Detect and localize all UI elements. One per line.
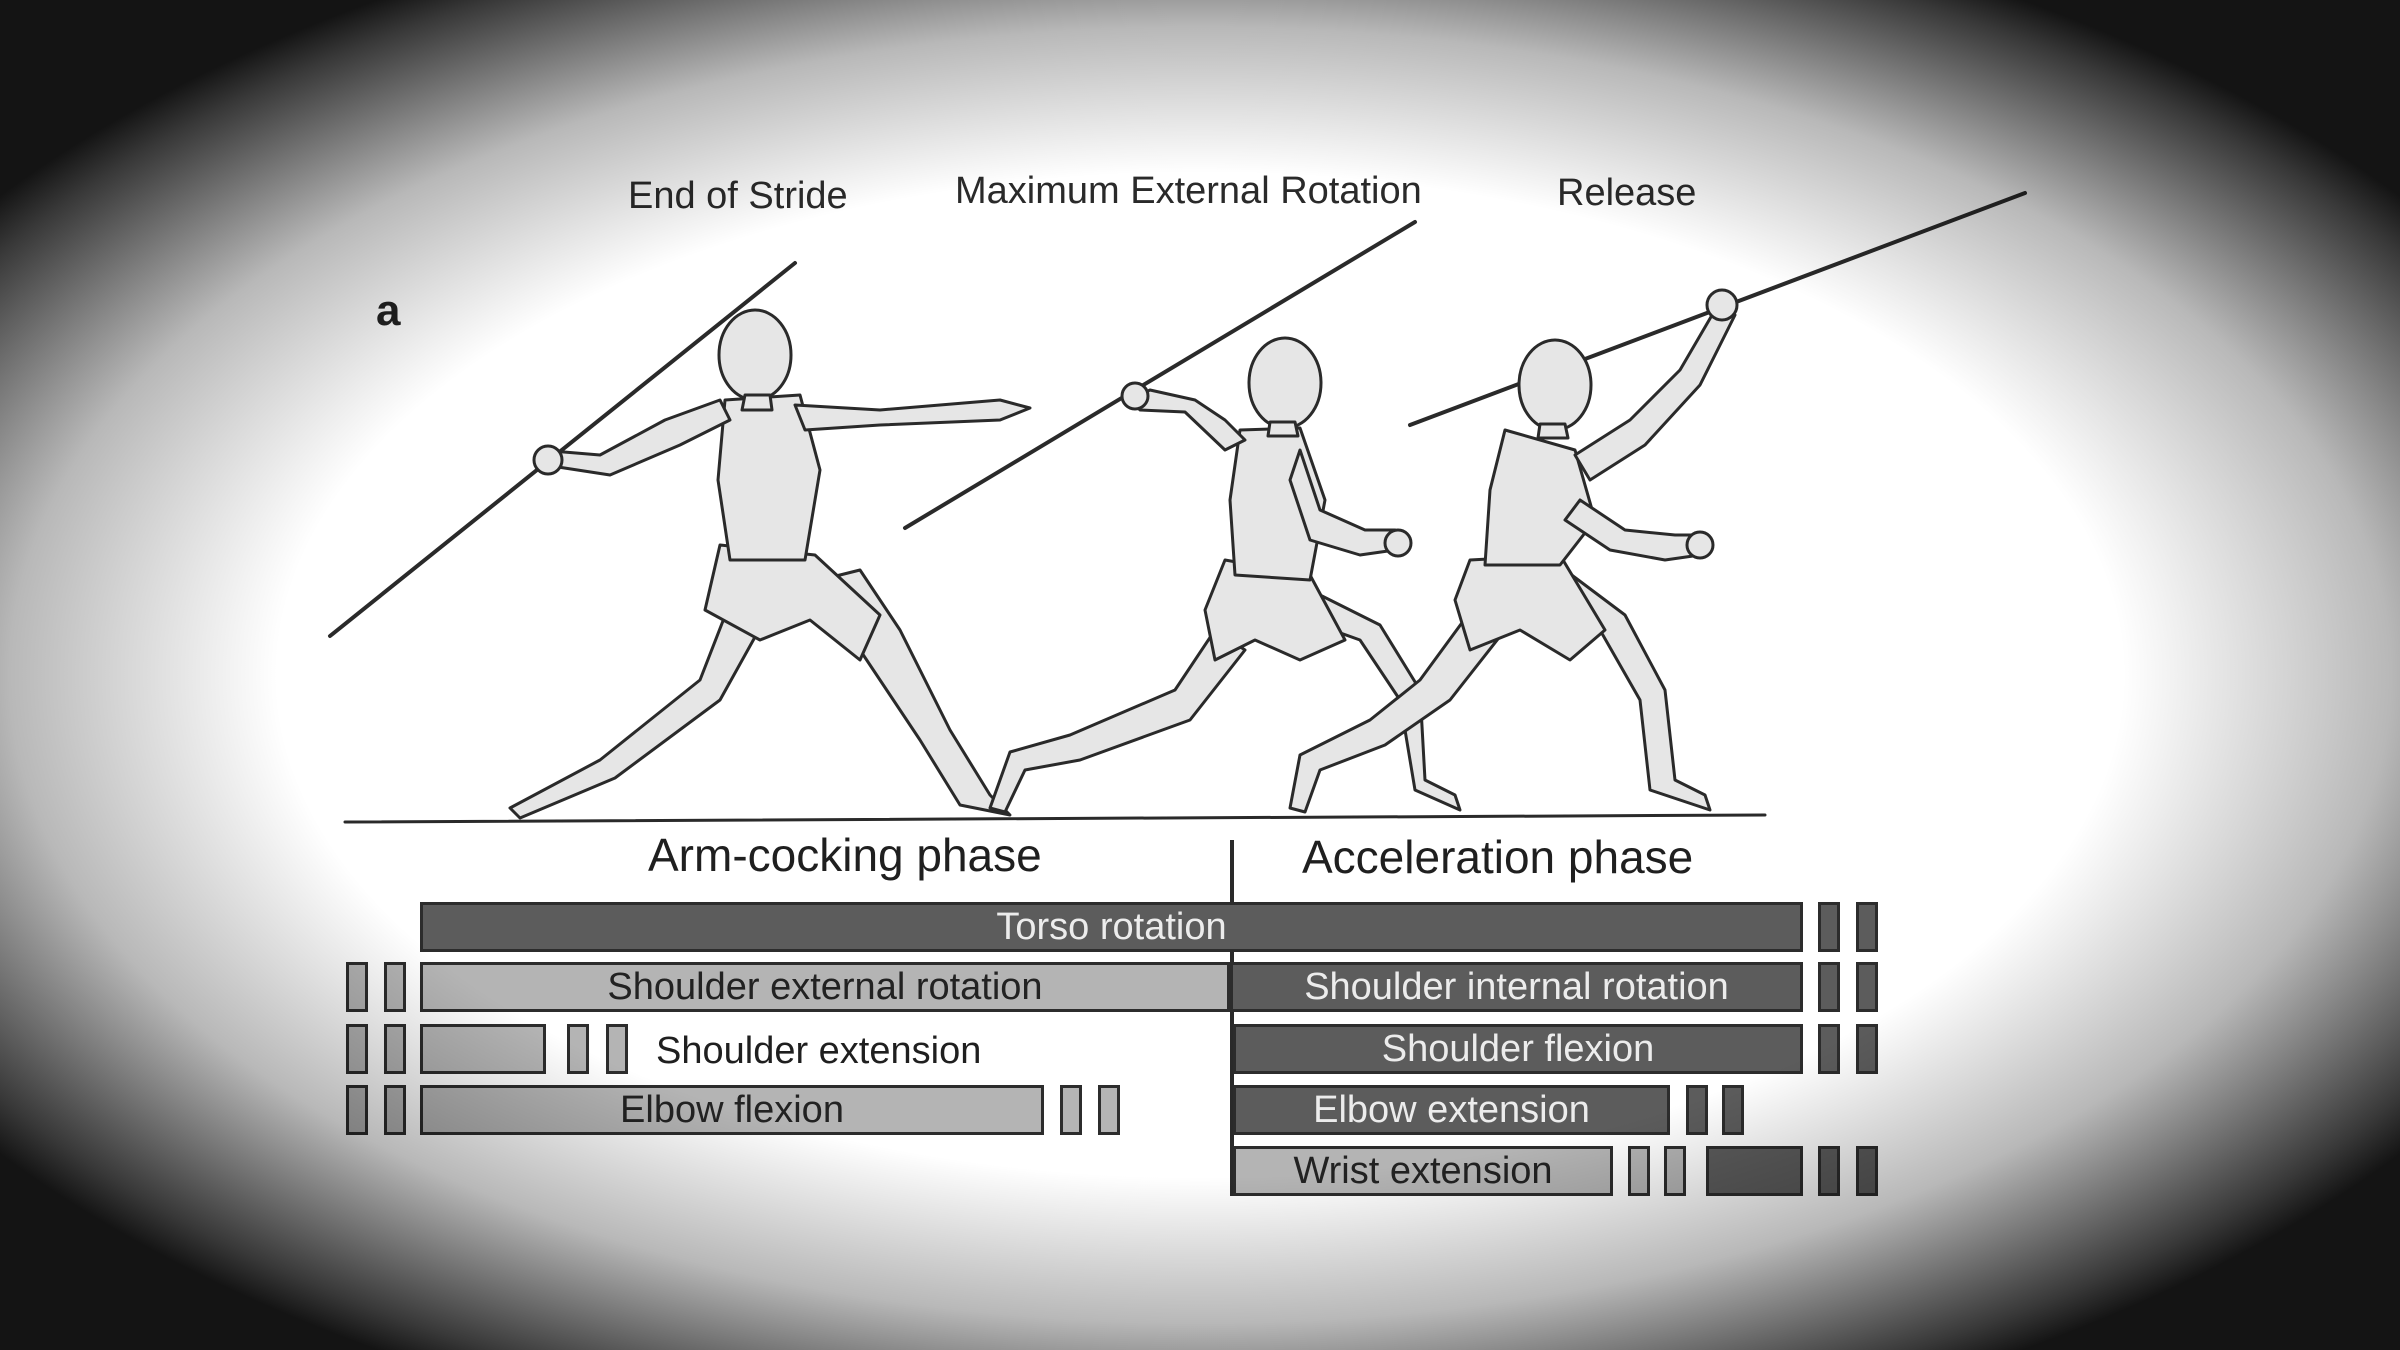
bar-shoulder-internal-rotation: Shoulder internal rotation — [1230, 962, 1803, 1012]
bar-end-tick — [1818, 962, 1840, 1012]
bar-end-tick — [567, 1024, 589, 1074]
bar-start-tick — [346, 962, 368, 1012]
bar-end-tick — [1856, 902, 1878, 952]
bar-torso-rotation: Torso rotation — [420, 902, 1803, 952]
bar-label: Shoulder flexion — [1381, 1027, 1655, 1070]
stage-label-release: Release — [1557, 172, 1697, 214]
bar-start-tick — [384, 962, 406, 1012]
bar-end-tick — [1818, 902, 1840, 952]
bar-start-tick — [346, 1085, 368, 1135]
bar-shoulder-flexion: Shoulder flexion — [1233, 1024, 1803, 1074]
bar-end-tick — [1818, 1146, 1840, 1196]
bar-start-tick — [346, 1024, 368, 1074]
bar-end-tick — [1856, 962, 1878, 1012]
bar-start-tick — [384, 1085, 406, 1135]
bar-label: Torso rotation — [996, 905, 1227, 948]
stage-label-max-external-rotation: Maximum External Rotation — [955, 170, 1422, 212]
bar-elbow-flexion: Elbow flexion — [420, 1085, 1044, 1135]
bar-wrist-extension-late — [1706, 1146, 1803, 1196]
bar-end-tick — [1098, 1085, 1120, 1135]
bar-label: Elbow flexion — [620, 1088, 844, 1131]
bar-end-tick — [1856, 1146, 1878, 1196]
bar-end-tick — [1060, 1085, 1082, 1135]
bar-start-tick — [384, 1024, 406, 1074]
phase-label-arm-cocking: Arm-cocking phase — [648, 829, 1042, 881]
bar-wrist-extension: Wrist extension — [1233, 1146, 1613, 1196]
bar-label: Shoulder internal rotation — [1304, 965, 1729, 1008]
bar-tick — [1664, 1146, 1686, 1196]
panel-letter: a — [376, 286, 401, 335]
bar-elbow-extension: Elbow extension — [1233, 1085, 1670, 1135]
javelin-2 — [903, 220, 1417, 530]
javelin-1 — [328, 261, 797, 638]
label-shoulder-extension: Shoulder extension — [656, 1030, 982, 1072]
bar-end-tick — [1686, 1085, 1708, 1135]
phase-divider — [1230, 840, 1234, 1196]
bar-end-tick — [1722, 1085, 1744, 1135]
bar-label: Shoulder external rotation — [607, 965, 1043, 1008]
bar-end-tick — [1856, 1024, 1878, 1074]
bar-end-tick — [606, 1024, 628, 1074]
bar-tick — [1628, 1146, 1650, 1196]
stage-label-end-of-stride: End of Stride — [628, 175, 848, 217]
bar-shoulder-external-rotation: Shoulder external rotation — [420, 962, 1230, 1012]
bar-end-tick — [1818, 1024, 1840, 1074]
bar-label: Wrist extension — [1293, 1149, 1553, 1192]
phase-label-acceleration: Acceleration phase — [1302, 831, 1694, 883]
bar-label: Elbow extension — [1313, 1088, 1590, 1131]
bar-shoulder-extension — [420, 1024, 546, 1074]
